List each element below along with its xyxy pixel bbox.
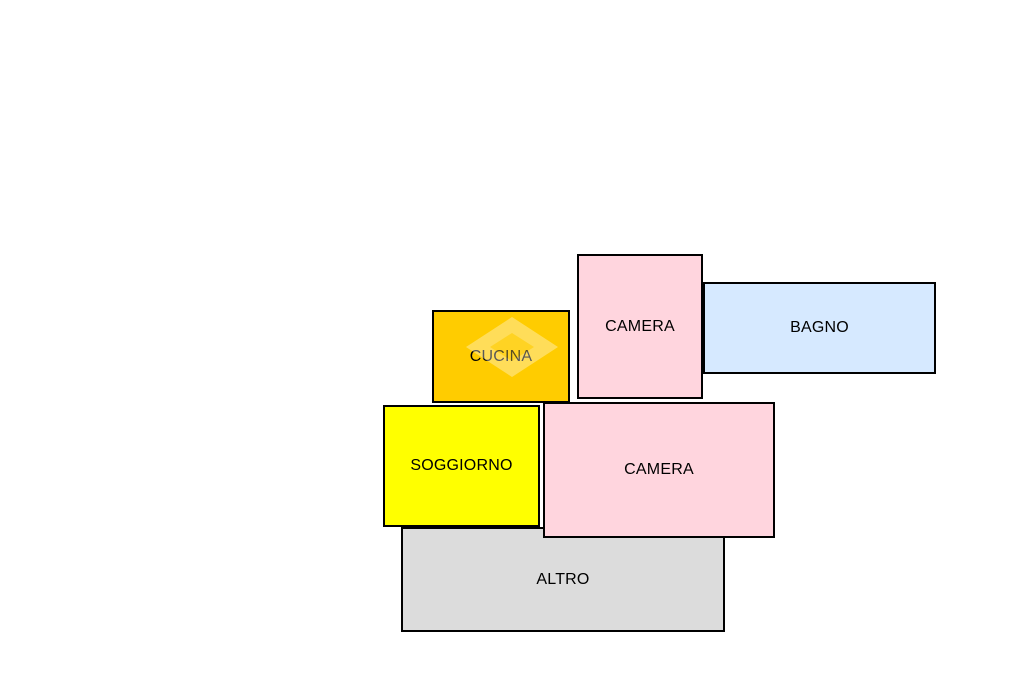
room-cucina: CUCINA [432, 310, 570, 403]
room-soggiorno: SOGGIORNO [383, 405, 540, 527]
room-bagno: BAGNO [703, 282, 936, 374]
room-label-camera-1: CAMERA [605, 317, 675, 335]
room-label-altro: ALTRO [536, 570, 590, 588]
room-label-camera-2: CAMERA [624, 461, 694, 478]
room-camera-2: CAMERA [543, 402, 775, 538]
room-altro: ALTRO [401, 527, 725, 632]
room-label-soggiorno: SOGGIORNO [410, 457, 513, 474]
room-label-bagno: BAGNO [790, 319, 849, 336]
room-camera-1: CAMERA [577, 254, 703, 399]
room-label-cucina: CUCINA [469, 347, 533, 365]
